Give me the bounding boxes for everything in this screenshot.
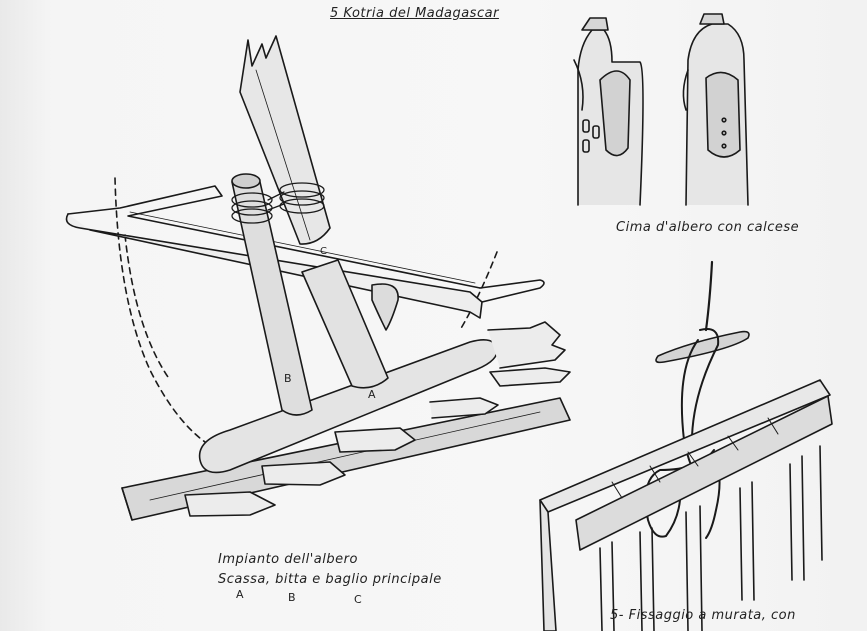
sheet-title: 5 Kotria del Madagascar	[330, 6, 499, 21]
bulwark-rail-front	[575, 395, 833, 551]
frame-4	[334, 427, 416, 453]
mast-step-caption-line1: Impianto dell'albero	[218, 552, 358, 567]
frame-6	[184, 491, 276, 517]
hull-outline-dashed-3	[459, 251, 498, 331]
cheek-piece-left	[599, 70, 631, 157]
bulwark-fixing-caption: 5- Fissaggio a murata, con	[610, 608, 796, 623]
hull-outline-dashed-2	[124, 234, 171, 381]
label-c: C	[320, 246, 328, 257]
label-b: B	[284, 372, 293, 385]
frame-3	[429, 397, 499, 419]
rope-loop-2	[680, 339, 701, 481]
mast-step-letter-a: A	[236, 588, 245, 601]
cheek-piece-right	[705, 71, 741, 158]
frame-1	[487, 321, 566, 369]
frame-5	[261, 461, 346, 486]
mast	[239, 35, 331, 245]
mast-step-letter-c: C	[354, 593, 363, 606]
bitt-post-b-top	[231, 173, 261, 189]
frame-2	[489, 367, 571, 387]
rope-loop-1	[690, 328, 720, 451]
mast-head-left	[573, 17, 644, 206]
bitt-post-a	[301, 259, 389, 389]
mast-step-caption-line2: Scassa, bitta e baglio principale	[218, 572, 442, 587]
mast-lashing	[231, 182, 325, 224]
beam-knee	[371, 283, 399, 331]
bulwark-plank-main	[539, 499, 557, 631]
mast-step-letter-b: B	[288, 591, 297, 604]
hull-outline-dashed	[114, 177, 206, 443]
toggle-cleat	[655, 330, 750, 364]
mast-head-caption: Cima d'albero con calcese	[616, 220, 800, 235]
label-a: A	[368, 388, 377, 401]
mast-head-right	[682, 13, 749, 206]
rope-upper	[704, 260, 714, 332]
